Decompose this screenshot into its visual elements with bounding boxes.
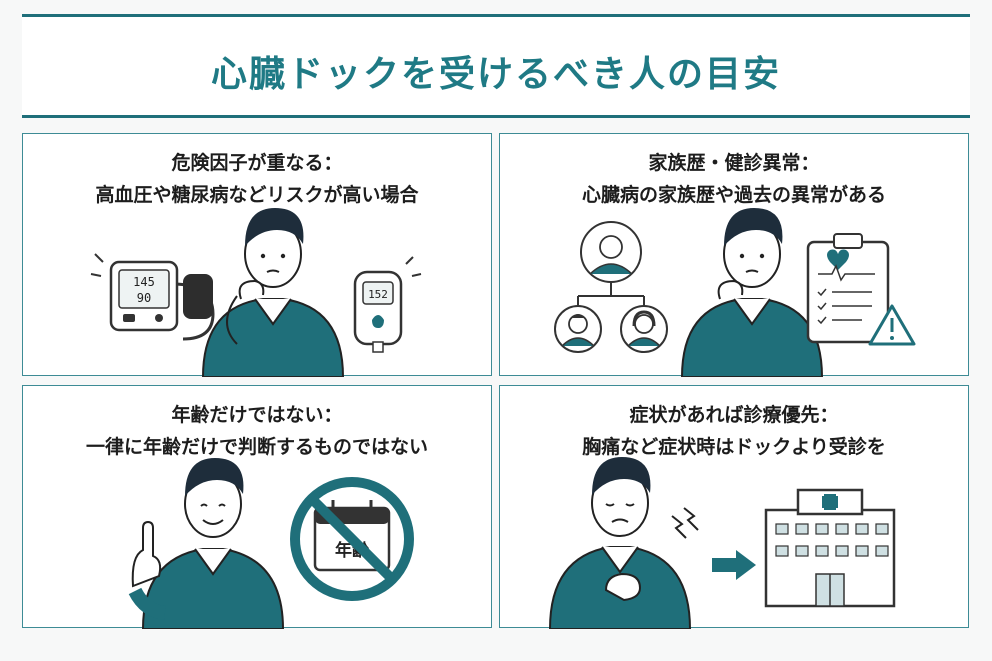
title-band: 心臓ドックを受けるべき人の目安 [22,14,970,118]
symptoms-illustration [548,457,896,629]
bp-top-reading: 145 [133,275,155,289]
panel-heading-1: 危険因子が重なる： [171,152,343,174]
panel-risk-factors: 危険因子が重なる： 高血圧や糖尿病などリスクが高い場合 145 90 [22,133,492,377]
warning-icon [868,304,916,346]
no-age-calendar-icon: 年齢 [290,477,414,601]
age-illustration: 年齢 [128,458,414,629]
hospital-icon [764,488,896,608]
panel-heading-4: 症状があれば診療優先： [629,404,839,426]
panel-subheading-3: 一律に年齢だけで判断するものではない [85,436,428,458]
clipboard-icon [806,233,890,344]
panel-subheading-4: 胸痛など症状時はドックより受診を [582,436,886,458]
thinking-man-icon [201,208,345,377]
panel-family-history: 家族歴・健診異常： 心臓病の家族歴や過去の異常がある [499,133,969,377]
glucose-reading: 152 [368,288,388,301]
family-tree-icon [554,221,668,353]
glucose-meter-icon: 152 [353,256,422,353]
risk-illustration: 145 90 152 [90,208,422,377]
page-title: 心臓ドックを受けるべき人の目安 [210,54,781,95]
panel-not-only-age: 年齢だけではない： 一律に年齢だけで判断するものではない 年齢 [22,385,492,629]
pointing-man-icon [128,458,285,629]
arrow-right-icon [712,550,756,580]
panel-subheading-2: 心臓病の家族歴や過去の異常がある [581,184,886,206]
chest-pain-man-icon [548,457,699,629]
panel-heading-3: 年齢だけではない： [171,404,343,426]
panel-heading-2: 家族歴・健診異常： [648,152,820,174]
bp-bottom-reading: 90 [137,291,151,305]
thinking-man-icon [680,208,824,377]
panel-symptoms: 症状があれば診療優先： 胸痛など症状時はドックより受診を [499,385,969,629]
blood-pressure-monitor-icon: 145 90 [90,253,215,341]
family-history-illustration [554,208,916,377]
panel-subheading-1: 高血圧や糖尿病などリスクが高い場合 [95,184,419,206]
